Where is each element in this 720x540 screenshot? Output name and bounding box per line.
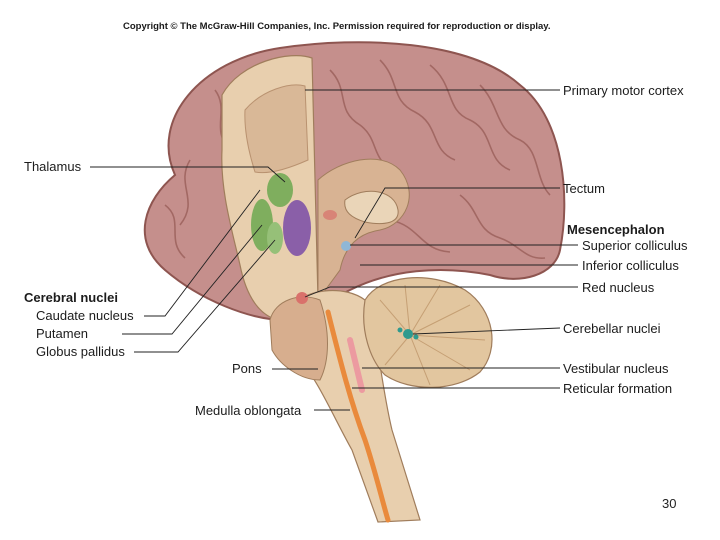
page-number: 30 (662, 496, 676, 511)
label-primary-motor-cortex: Primary motor cortex (563, 83, 684, 98)
label-superior-colliculus: Superior colliculus (582, 238, 688, 253)
label-red-nucleus: Red nucleus (582, 280, 654, 295)
cerebellum (364, 278, 492, 388)
globus-pallidus-shape (267, 222, 283, 254)
label-cerebellar-nuclei: Cerebellar nuclei (563, 321, 661, 336)
label-putamen: Putamen (36, 326, 88, 341)
label-caudate-nucleus: Caudate nucleus (36, 308, 134, 323)
label-vestibular-nucleus: Vestibular nucleus (563, 361, 669, 376)
label-cerebral-nuclei: Cerebral nuclei (24, 290, 118, 305)
superior-colliculus-shape (341, 241, 351, 251)
label-reticular-formation: Reticular formation (563, 381, 672, 396)
cerebellar-nuclei-shape (403, 329, 413, 339)
label-inferior-colliculus: Inferior colliculus (582, 258, 679, 273)
red-nucleus-shape (296, 292, 308, 304)
label-mesencephalon: Mesencephalon (567, 222, 665, 237)
label-medulla-oblongata: Medulla oblongata (195, 403, 301, 418)
label-thalamus: Thalamus (24, 159, 81, 174)
pons-shape (270, 297, 328, 380)
label-tectum: Tectum (563, 181, 605, 196)
label-pons: Pons (232, 361, 262, 376)
thalamus-shape (283, 200, 311, 256)
label-globus-pallidus: Globus pallidus (36, 344, 125, 359)
